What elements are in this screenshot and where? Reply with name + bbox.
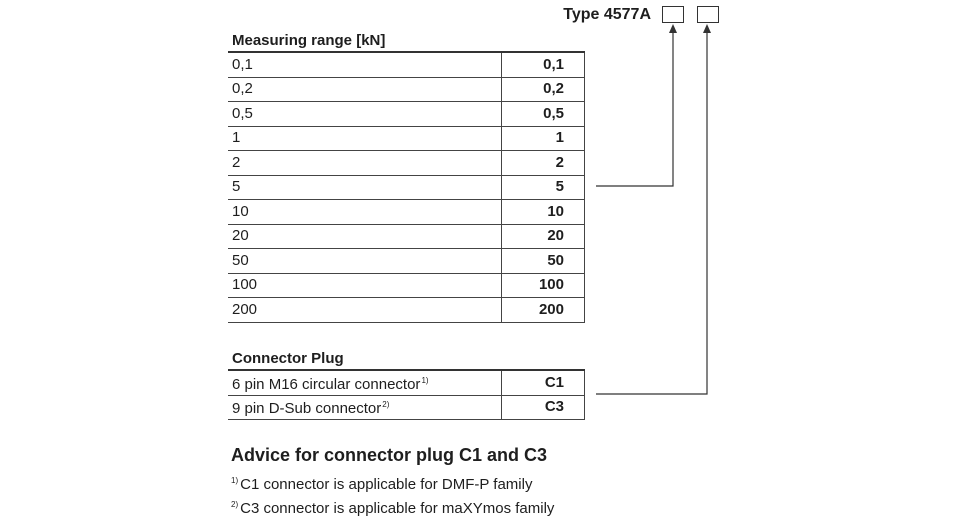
range-code: 100 [501, 272, 585, 298]
connector-leader-line [596, 31, 708, 395]
table-row: 6 pin M16 circular connector1) C1 [228, 369, 585, 395]
range-code: 2 [501, 150, 585, 175]
connector-code-box [697, 6, 719, 23]
range-code: 0,5 [501, 101, 585, 126]
range-label: 10 [228, 199, 502, 224]
footnote-marker: 2) [382, 400, 390, 410]
range-label: 0,5 [228, 101, 502, 126]
range-label: 5 [228, 174, 502, 200]
advice-note-text: C3 connector is applicable for maXYmos f… [240, 500, 555, 517]
connector-plug-title: Connector Plug [232, 350, 344, 367]
range-code: 200 [501, 297, 585, 323]
table-row: 9 pin D-Sub connector2) C3 [228, 394, 585, 420]
measuring-range-code-box [662, 6, 684, 23]
range-code: 1 [501, 125, 585, 151]
connector-label: 9 pin D-Sub connector2) [228, 394, 502, 420]
footnote-marker: 2) [231, 500, 239, 509]
advice-note-text: C1 connector is applicable for DMF-P fam… [240, 476, 533, 493]
range-label: 200 [228, 297, 502, 323]
connector-label-text: 6 pin M16 circular connector [232, 375, 421, 393]
range-code: 20 [501, 223, 585, 249]
range-label: 1 [228, 125, 502, 151]
type-label: Type 4577A [563, 6, 651, 23]
connector-plug-table: 6 pin M16 circular connector1) C1 9 pin … [228, 369, 585, 420]
connector-arrowhead [703, 24, 711, 33]
range-code: 10 [501, 199, 585, 224]
range-label: 100 [228, 272, 502, 298]
footnote-marker: 1) [421, 375, 429, 385]
footnote-marker: 1) [231, 476, 239, 485]
advice-title: Advice for connector plug C1 and C3 [231, 445, 548, 465]
range-label: 20 [228, 223, 502, 249]
measuring-range-title: Measuring range [kN] [232, 32, 386, 49]
connector-code: C3 [501, 394, 585, 420]
range-label: 0,2 [228, 76, 502, 102]
connector-code: C1 [501, 369, 585, 395]
measuring-range-leader-line [596, 31, 674, 187]
range-code: 50 [501, 248, 585, 273]
measuring-range-arrowhead [669, 24, 677, 33]
connector-label-text: 9 pin D-Sub connector [232, 400, 382, 418]
range-code: 0,2 [501, 76, 585, 102]
advice-note-1: 1)C1 connector is applicable for DMF-P f… [231, 471, 532, 495]
advice-note-2: 2)C3 connector is applicable for maXYmos… [231, 495, 554, 519]
connector-label: 6 pin M16 circular connector1) [228, 369, 502, 395]
range-code: 0,1 [501, 51, 585, 77]
range-label: 0,1 [228, 51, 502, 77]
range-label: 50 [228, 248, 502, 273]
range-code: 5 [501, 174, 585, 200]
range-label: 2 [228, 150, 502, 175]
